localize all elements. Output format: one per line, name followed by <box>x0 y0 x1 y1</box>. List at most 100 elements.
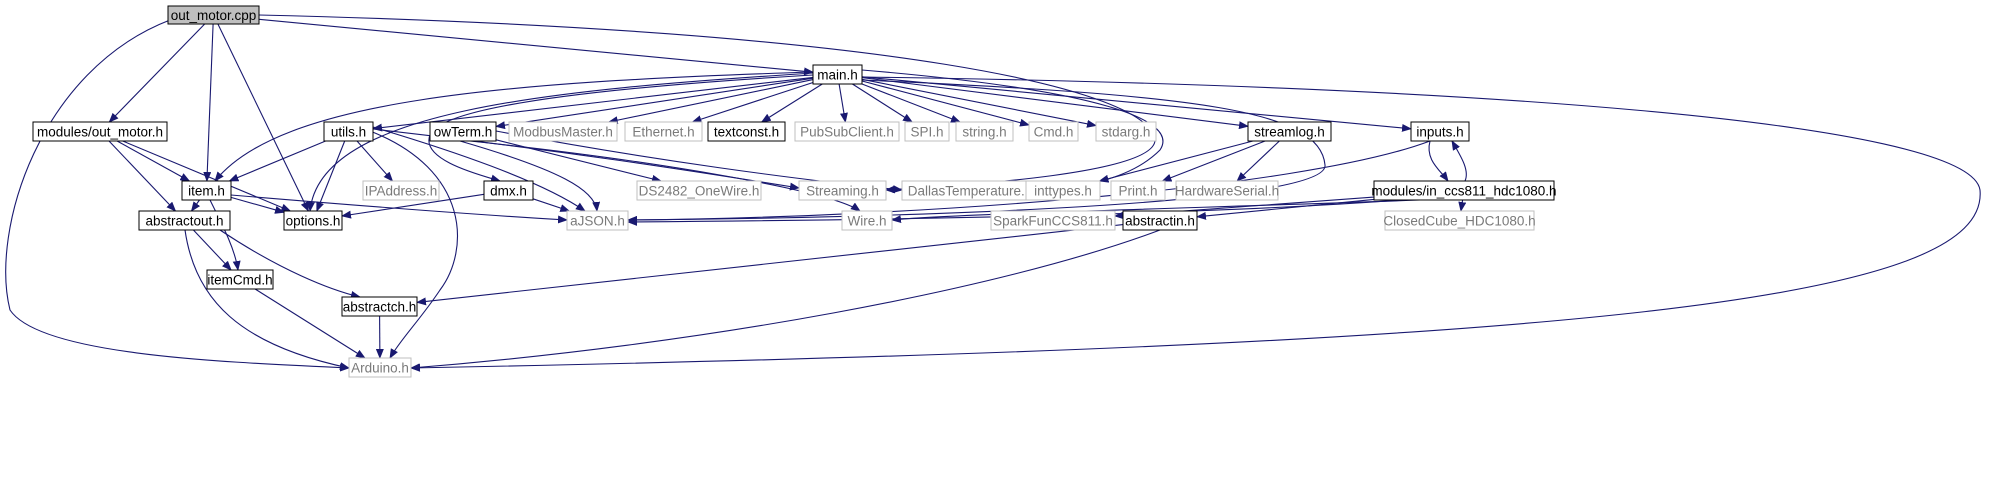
node-box <box>1028 121 1079 142</box>
edge-modules_in_ccs811_hdc1080_h-to-ClosedCube_HDC1080_h <box>1458 199 1467 212</box>
node-aJSON-h: aJSON.h <box>566 210 629 231</box>
node-label: utils.h <box>331 125 366 140</box>
node-Print-h: Print.h <box>1110 180 1166 201</box>
node-label: string.h <box>962 125 1006 140</box>
node-abstractout-h[interactable]: abstractout.h <box>138 210 231 231</box>
node-label: options.h <box>286 214 341 229</box>
edge-itemCmd_h-to-Arduino_h <box>254 288 366 359</box>
node-label: DS2482_OneWire.h <box>639 184 760 199</box>
node-box <box>508 121 618 142</box>
edge-out_motor_cpp-to-options_h <box>217 23 309 212</box>
node-label: inputs.h <box>1416 125 1463 140</box>
node-modules-out-motor-h[interactable]: modules/out_motor.h <box>32 121 168 142</box>
edge-item_h-to-abstractout_h <box>190 199 201 212</box>
edge-main_h-to-dmx_h <box>428 74 814 183</box>
node-box <box>362 180 440 201</box>
edge-main_h-to-textconst_h <box>760 83 823 123</box>
node-Wire-h: Wire.h <box>841 210 893 231</box>
edge-item_h-to-itemCmd_h <box>209 199 241 271</box>
edge-main_h-to-options_h <box>306 72 814 212</box>
node-itemCmd-h[interactable]: itemCmd.h <box>206 269 274 290</box>
edge-main_h-to-owTerm_h <box>495 77 814 130</box>
edge-out_motor_cpp-to-item_h <box>203 23 214 182</box>
node-textconst-h[interactable]: textconst.h <box>707 121 786 142</box>
edge-utils_h-to-IPAddress_h <box>356 140 394 182</box>
node-label: inttypes.h <box>1034 184 1092 199</box>
node-options-h[interactable]: options.h <box>283 210 343 231</box>
node-label: modules/in_ccs811_hdc1080.h <box>1371 184 1556 199</box>
node-label: HardwareSerial.h <box>1175 184 1279 199</box>
edge-dmx_h-to-options_h <box>341 193 485 219</box>
edge-abstractin_h-to-Arduino_h <box>410 229 1161 372</box>
node-label: abstractin.h <box>1125 214 1195 229</box>
node-utils-h[interactable]: utils.h <box>323 121 374 142</box>
node-out-motor-cpp[interactable]: out_motor.cpp <box>167 5 260 25</box>
node-box <box>904 121 950 142</box>
node-Cmd-h: Cmd.h <box>1028 121 1079 142</box>
node-Arduino-h: Arduino.h <box>348 357 412 378</box>
edge-owTerm_h-to-aJSON_h <box>459 140 601 212</box>
node-Streaming-h: Streaming.h <box>798 180 887 201</box>
node-SPI-h: SPI.h <box>904 121 950 142</box>
node-main-h[interactable]: main.h <box>812 64 863 85</box>
node-box <box>283 210 343 231</box>
node-streamlog-h[interactable]: streamlog.h <box>1247 121 1332 142</box>
edge-streamlog_h-to-inttypes_h <box>1098 140 1254 183</box>
node-box <box>1410 121 1470 142</box>
node-box <box>1247 121 1332 142</box>
node-box <box>206 269 274 290</box>
edge-modules_in_ccs811_hdc1080_h-to-abstractin_h <box>1196 198 1375 220</box>
node-box <box>483 180 534 201</box>
node-label: SPI.h <box>910 125 943 140</box>
node-owTerm-h[interactable]: owTerm.h <box>429 121 497 142</box>
node-dmx-h[interactable]: dmx.h <box>483 180 534 201</box>
node-inttypes-h: inttypes.h <box>1025 180 1101 201</box>
node-label: streamlog.h <box>1254 125 1325 140</box>
node-box <box>841 210 893 231</box>
edge-main_h-to-utils_h <box>372 76 814 132</box>
edge-item_h-to-options_h <box>230 196 285 214</box>
node-label: Cmd.h <box>1034 125 1074 140</box>
node-box <box>624 121 703 142</box>
edge-out_motor_cpp-to-modules_out_motor_h <box>108 23 206 123</box>
node-stdarg-h: stdarg.h <box>1095 121 1157 142</box>
node-box <box>794 121 900 142</box>
node-IPAddress-h: IPAddress.h <box>362 180 440 201</box>
node-box <box>1025 180 1101 201</box>
node-box <box>341 296 418 317</box>
node-box <box>955 121 1014 142</box>
node-label: itemCmd.h <box>207 273 272 288</box>
node-box <box>707 121 786 142</box>
node-box <box>167 5 260 25</box>
edge-streamlog_h-to-Print_h <box>1161 140 1266 182</box>
edge-out_motor_cpp-to-Arduino_h <box>5 19 350 372</box>
edge-modules_out_motor_h-to-abstractout_h <box>108 140 177 212</box>
node-label: Wire.h <box>847 214 886 229</box>
node-DallasTemperature-h: DallasTemperature.h <box>901 180 1039 201</box>
node-abstractch-h[interactable]: abstractch.h <box>341 296 418 317</box>
edge-dmx_h-to-aJSON_h <box>532 198 571 212</box>
node-label: Arduino.h <box>351 361 409 376</box>
edge-main_h-to-Cmd_h <box>861 80 1030 127</box>
node-label: stdarg.h <box>1102 125 1151 140</box>
node-inputs-h[interactable]: inputs.h <box>1410 121 1470 142</box>
node-HardwareSerial-h: HardwareSerial.h <box>1175 180 1279 201</box>
edge-main_h-to-ModbusMaster_h <box>607 79 814 125</box>
edge-abstractout_h-to-abstractch_h <box>219 229 361 299</box>
edge-abstractout_h-to-Arduino_h <box>184 229 350 371</box>
edge-main_h-to-Ethernet_h <box>691 81 814 123</box>
node-box <box>1175 180 1279 201</box>
node-modules-in-ccs811-hdc1080-h[interactable]: modules/in_ccs811_hdc1080.h <box>1371 180 1557 201</box>
node-item-h[interactable]: item.h <box>181 180 232 201</box>
node-string-h: string.h <box>955 121 1014 142</box>
node-SparkFunCCS811-h: SparkFunCCS811.h <box>990 210 1116 231</box>
edge-abstractout_h-to-itemCmd_h <box>192 229 232 271</box>
node-box <box>1110 180 1166 201</box>
edge-out_motor_cpp-to-main_h <box>258 18 814 76</box>
node-box <box>1095 121 1157 142</box>
node-abstractin-h[interactable]: abstractin.h <box>1122 210 1198 231</box>
node-label: IPAddress.h <box>365 184 438 199</box>
node-label: out_motor.cpp <box>171 8 257 23</box>
edge-main_h-to-string_h <box>861 83 961 123</box>
node-label: aJSON.h <box>570 214 625 229</box>
